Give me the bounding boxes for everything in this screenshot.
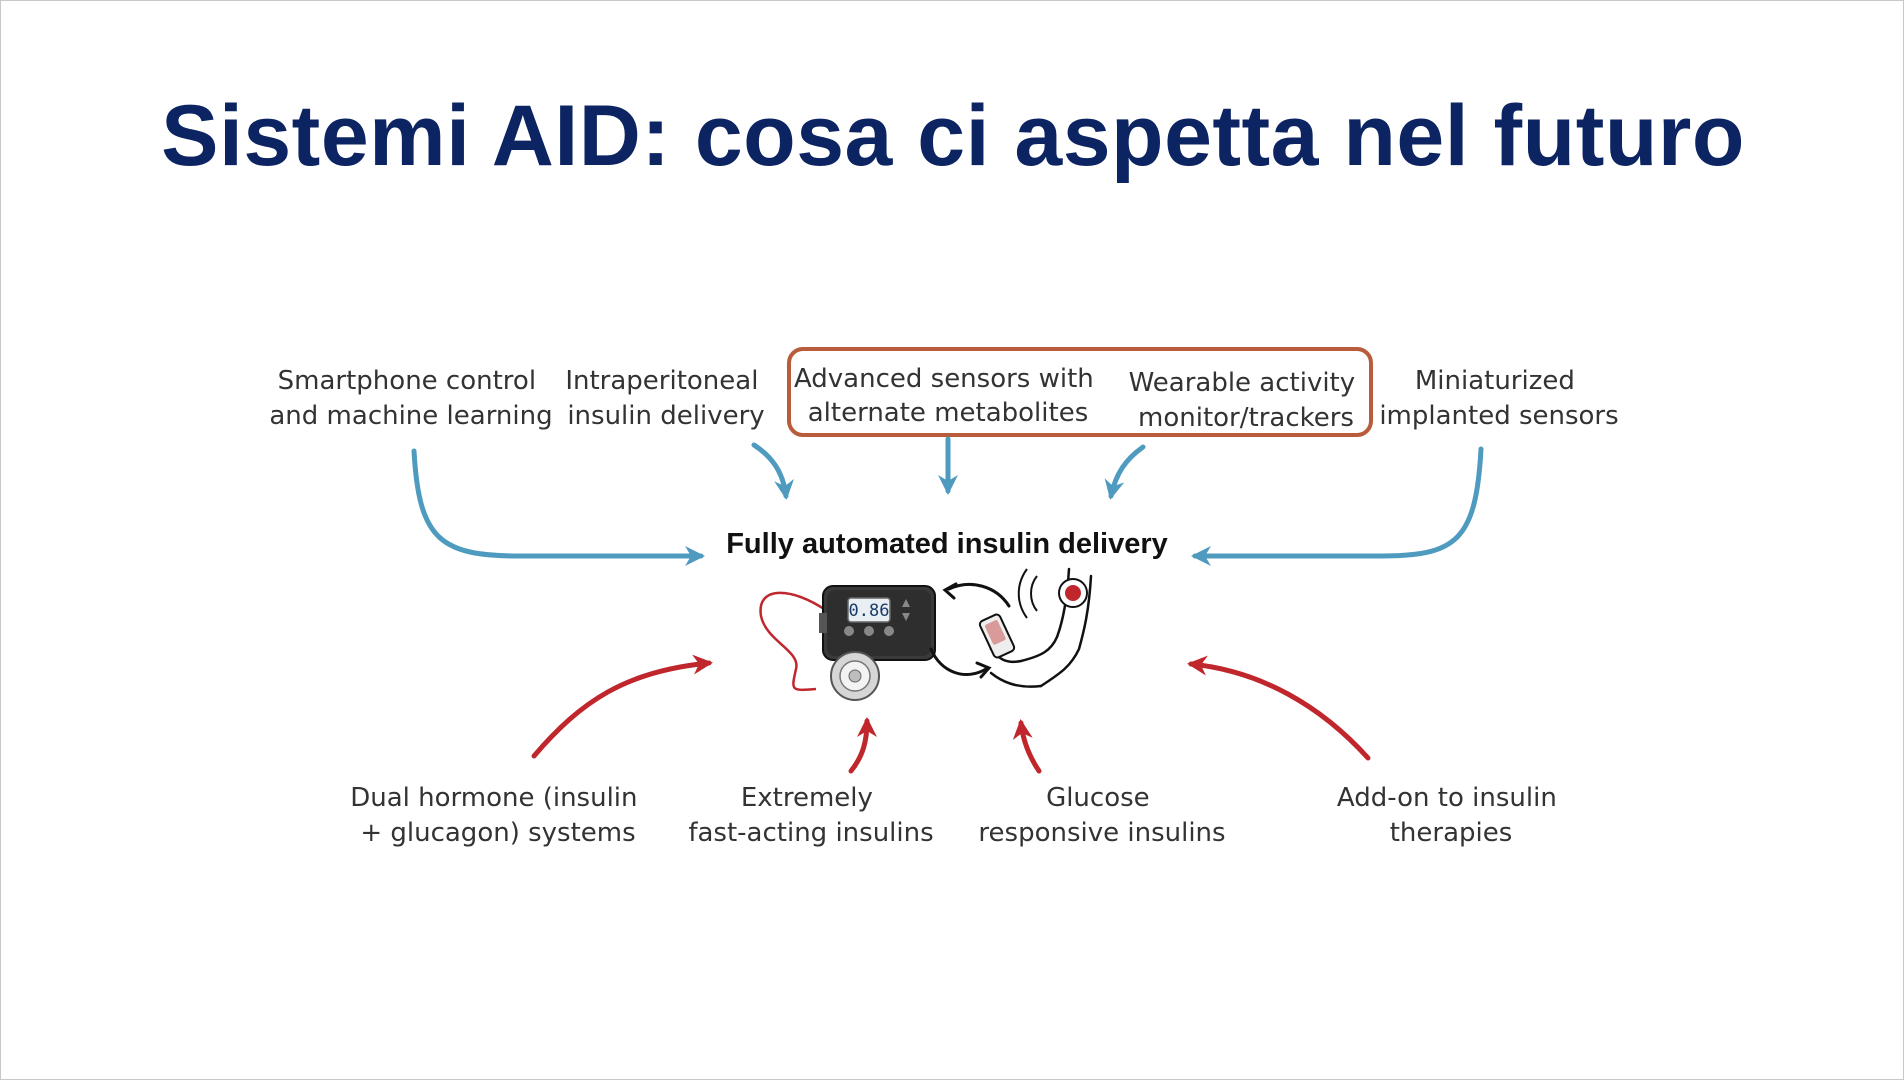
infusion-site-icon bbox=[830, 651, 880, 701]
arrow-wearable-trackers bbox=[1104, 444, 1146, 500]
wearable-sensor-icon bbox=[1017, 568, 1088, 619]
wireless-link-bottom bbox=[929, 647, 988, 676]
arrow-fast-acting bbox=[848, 717, 877, 774]
arrow-dual-hormone bbox=[531, 654, 713, 759]
arrow-glucose-responsive bbox=[1012, 719, 1042, 774]
smartphone-icon bbox=[978, 613, 1016, 659]
arrow-intraperitoneal bbox=[751, 442, 795, 500]
top-item-smartphone: Smartphone control and machine learning bbox=[269, 366, 552, 431]
highlight-box bbox=[787, 347, 1373, 437]
center-label: Fully automated insulin delivery bbox=[726, 528, 1168, 560]
bottom-item-fast-acting: Extremely fast-acting insulins bbox=[688, 783, 933, 848]
arrow-add-on bbox=[1187, 655, 1371, 761]
bottom-item-glucose-responsive: Glucose responsive insulins bbox=[978, 783, 1225, 848]
arrow-implanted-sensors bbox=[1191, 446, 1484, 566]
bottom-item-dual-hormone: Dual hormone (insulin + glucagon) system… bbox=[350, 783, 646, 848]
slide-title: Sistemi AID: cosa ci aspetta nel futuro bbox=[161, 88, 1745, 184]
top-item-advanced-sensors: Advanced sensors with alternate metaboli… bbox=[794, 364, 1102, 428]
arm-icon bbox=[989, 567, 1093, 688]
arrow-smartphone bbox=[411, 448, 705, 566]
insulin-pump-icon: 0.86 bbox=[819, 585, 936, 661]
bottom-item-add-on: Add-on to insulin therapies bbox=[1337, 783, 1565, 848]
wireless-link-top bbox=[947, 583, 1011, 608]
top-item-implanted-sensors: Miniaturized implanted sensors bbox=[1379, 366, 1618, 431]
top-item-intraperitoneal: Intraperitoneal insulin delivery bbox=[565, 366, 766, 431]
pump-display-value: 0.86 bbox=[849, 601, 890, 621]
top-item-wearable-trackers: Wearable activity monitor/trackers bbox=[1129, 368, 1364, 433]
central-illustration: 0.86 bbox=[759, 567, 1093, 701]
infusion-tubing bbox=[759, 591, 828, 692]
